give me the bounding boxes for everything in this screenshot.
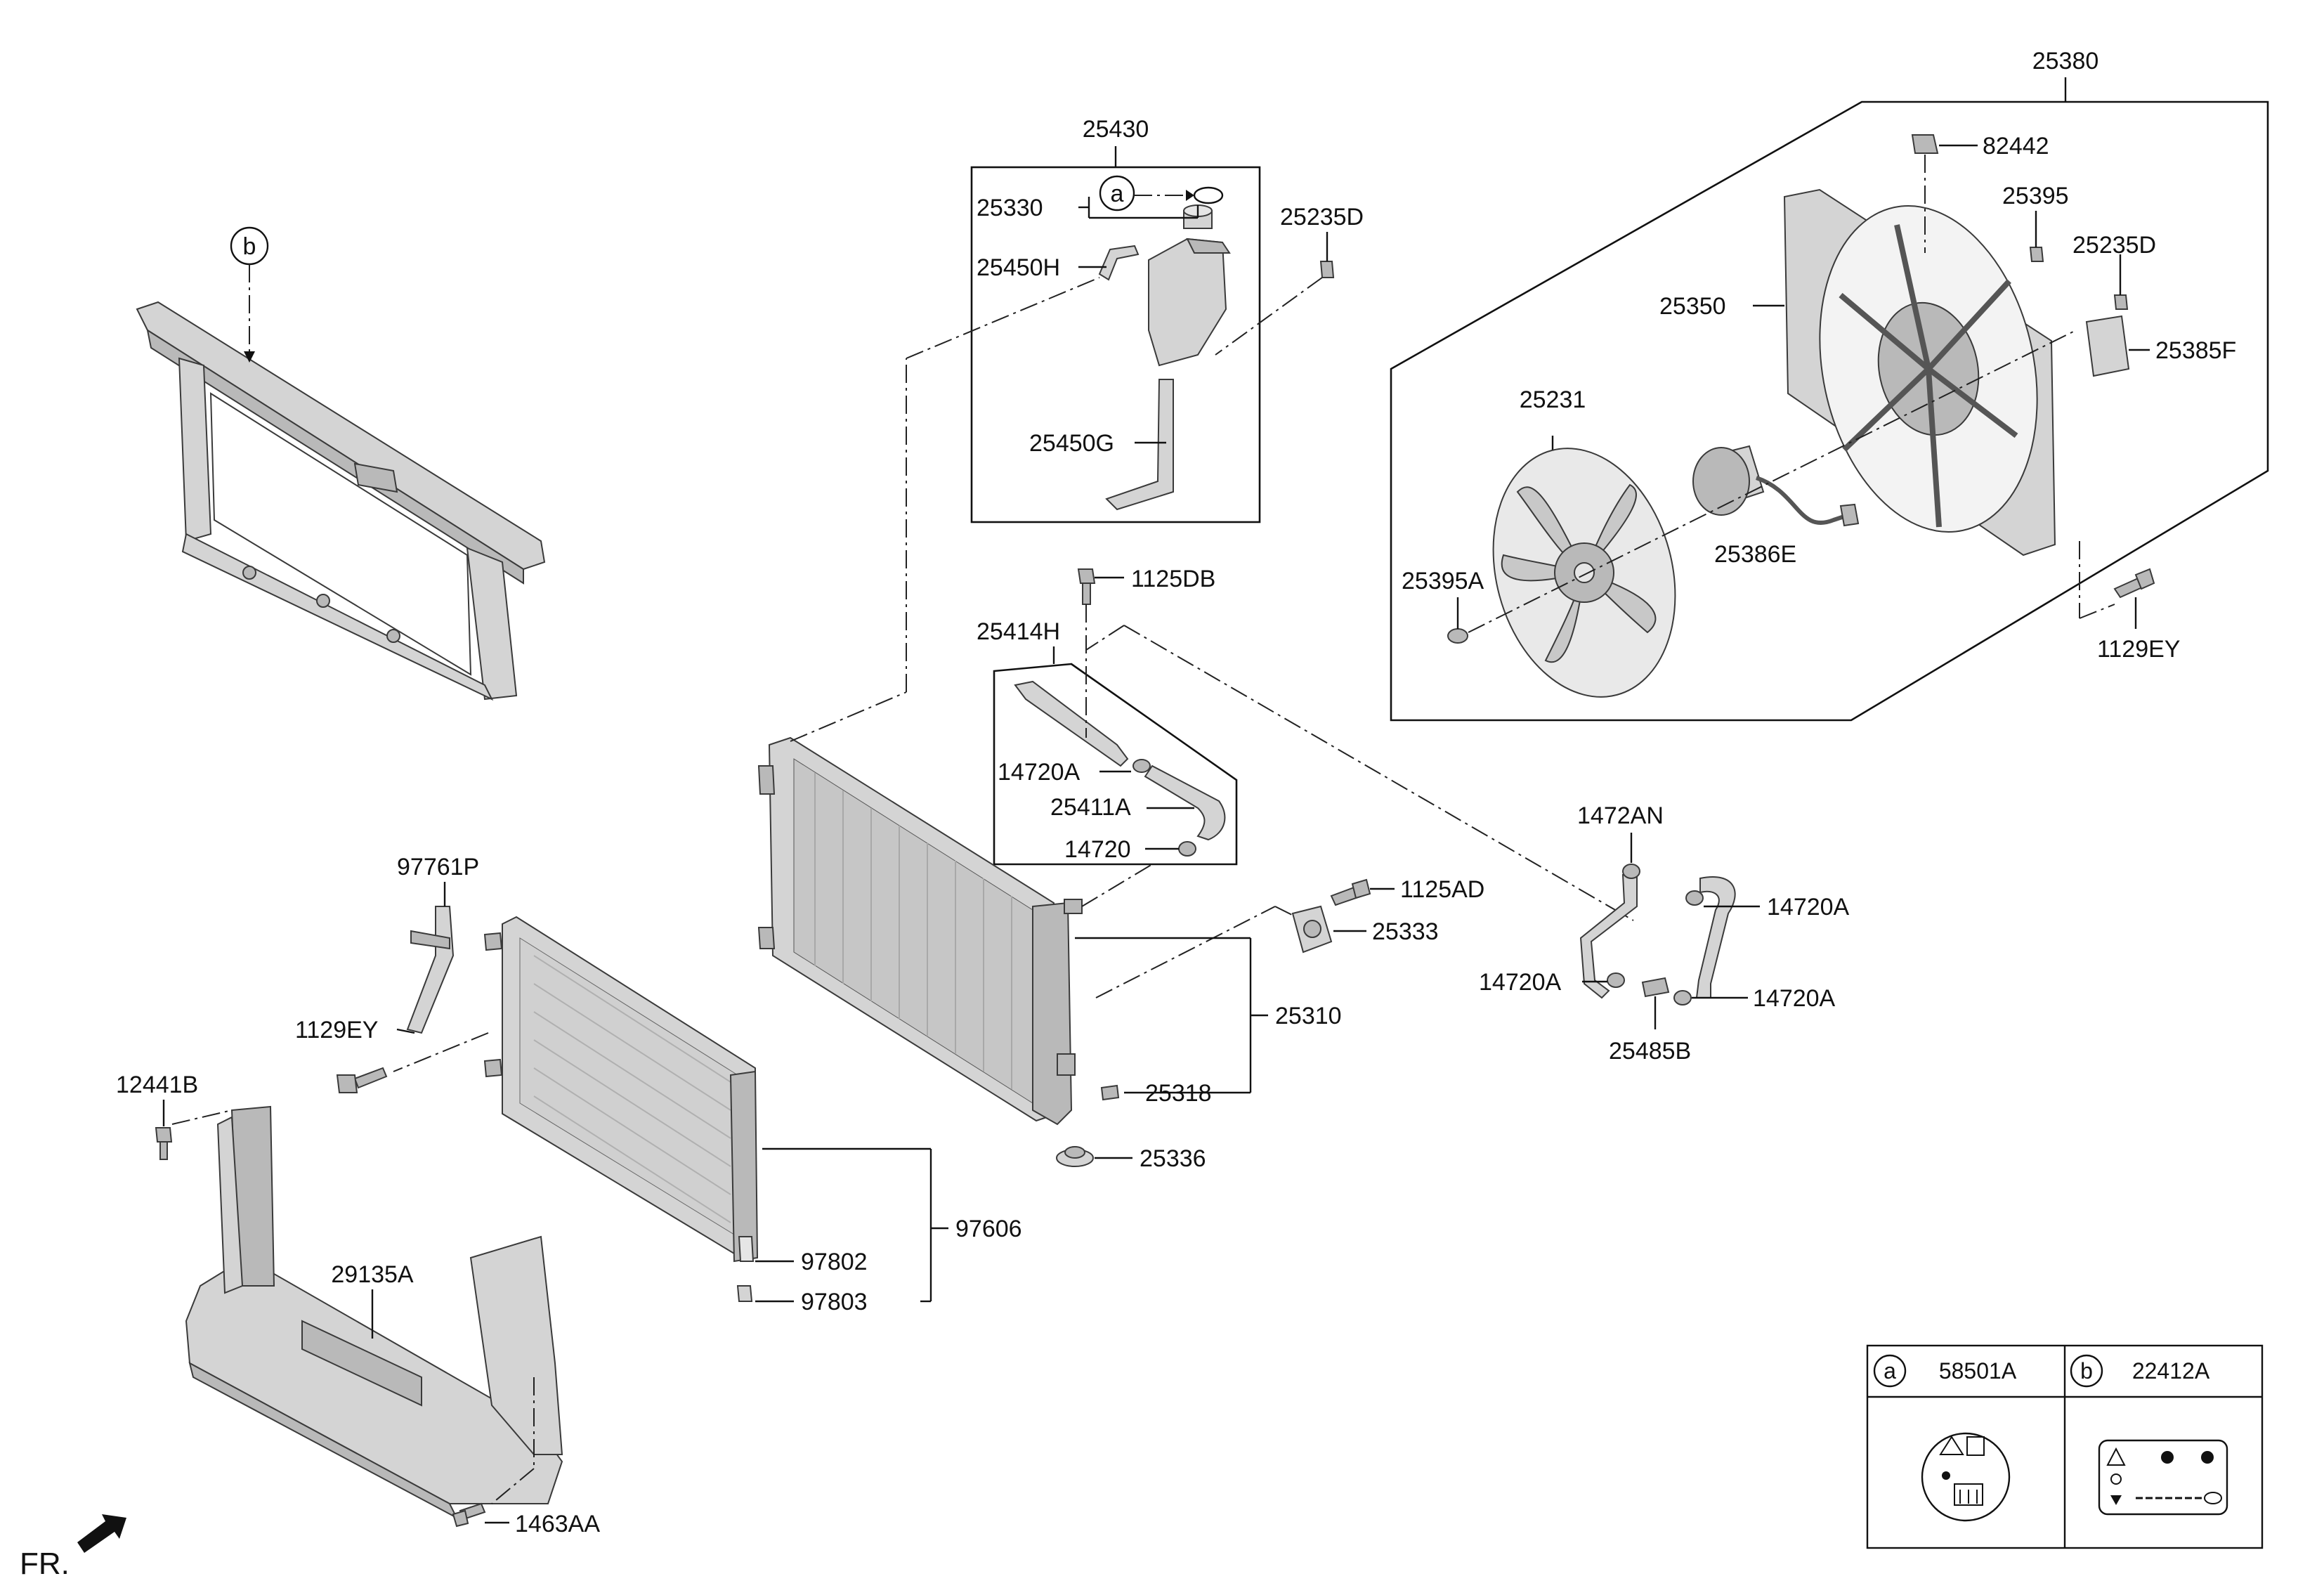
bolt-1125AD: 1125AD [1330, 876, 1484, 906]
callout-25414H: 25414H [977, 618, 1060, 645]
callout-25395: 25395 [2002, 183, 2069, 209]
callout-25310-leader: 25310 [1075, 937, 1342, 1094]
callout-25430: 25430 [1083, 116, 1149, 143]
legend-b-letter: b [2080, 1358, 2093, 1384]
callout-25318: 25318 [1145, 1080, 1212, 1107]
drain-plug-25318: 25318 [1100, 1080, 1212, 1107]
callout-1129EY-condenser: 1129EY [295, 1017, 378, 1043]
callout-25235D-left: 25235D [1280, 204, 1364, 230]
upper-hose-group: 25414H 14720A 25411A 14720 [977, 618, 1238, 866]
fan-group: 25380 25350 82442 25395 25235D 25 [1390, 48, 2269, 722]
callout-25450H: 25450H [977, 254, 1060, 281]
legend-table: a 58501A b 22412A [1866, 1344, 2264, 1549]
callout-14720A-right2: 14720A [1753, 985, 1836, 1012]
radiator [757, 277, 1634, 1126]
callout-25333: 25333 [1372, 918, 1439, 945]
callout-82442: 82442 [1983, 133, 2049, 160]
ref-circle-b: b [230, 226, 269, 363]
caution-label-icon [2098, 1439, 2228, 1516]
callout-25485B: 25485B [1609, 1038, 1691, 1065]
mount-25336: 25336 [1056, 1145, 1206, 1172]
front-direction-indicator: FR. [20, 1514, 126, 1581]
callout-25350: 25350 [1659, 293, 1726, 320]
callout-25380: 25380 [2032, 48, 2099, 74]
ref-circle-a: a [1099, 175, 1194, 211]
bolt-1125DB: 1125DB [1077, 566, 1215, 738]
callout-25310: 25310 [1275, 1003, 1342, 1029]
callout-97802: 97802 [801, 1249, 868, 1275]
lower-hoses: 1472AN 14720A 14720A 14720A 25485B [1479, 802, 1850, 1065]
callout-1125AD: 1125AD [1400, 876, 1484, 903]
ref-b-letter: b [243, 233, 256, 260]
callout-97606-leader: 97606 97802 97803 [755, 1147, 1022, 1315]
callout-25385F: 25385F [2155, 337, 2236, 364]
callout-1129EY-fan: 1129EY [2097, 636, 2180, 663]
bolt-25235D-left: 25235D [1215, 204, 1364, 356]
callout-97803: 97803 [801, 1289, 868, 1315]
front-end-carrier [136, 301, 546, 701]
coolant-caution-label-icon [1921, 1432, 2011, 1522]
legend-a-letter: a [1884, 1358, 1896, 1384]
callout-25411A: 25411A [1050, 794, 1131, 821]
callout-25395A: 25395A [1402, 568, 1484, 594]
reservoir-group: 25430 a 25330 25450H 25450G [970, 116, 1261, 523]
legend-a-part: 58501A [1939, 1358, 2017, 1384]
condenser [393, 916, 759, 1302]
callout-14720A-upper: 14720A [998, 759, 1081, 786]
ref-a-letter: a [1111, 181, 1124, 207]
bolt-1129EY-condenser: 1129EY [295, 1017, 415, 1093]
bolt-1463AA: 1463AA [452, 1502, 600, 1537]
callout-12441B: 12441B [116, 1072, 198, 1098]
callout-25231: 25231 [1520, 386, 1586, 413]
bracket-25333: 25333 [1291, 905, 1439, 954]
callout-14720: 14720 [1064, 836, 1131, 863]
air-guard: 29135A [185, 1105, 563, 1520]
callout-25336: 25336 [1140, 1145, 1206, 1172]
callout-25386E: 25386E [1714, 541, 1796, 568]
callout-1463AA: 1463AA [515, 1511, 600, 1537]
callout-29135A: 29135A [331, 1261, 414, 1288]
callout-25235D-right: 25235D [2072, 232, 2156, 259]
bolt-12441B: 12441B [116, 1072, 233, 1160]
callout-25450G: 25450G [1029, 430, 1114, 457]
callout-25330: 25330 [977, 195, 1043, 221]
legend-b-part: 22412A [2132, 1358, 2210, 1384]
fr-label: FR. [20, 1547, 70, 1581]
callout-14720A-right1: 14720A [1767, 894, 1850, 920]
bracket-97761P: 97761P [397, 854, 479, 1034]
callout-1472AN: 1472AN [1577, 802, 1664, 829]
callout-1125DB: 1125DB [1131, 566, 1215, 592]
callout-14720A-left: 14720A [1479, 969, 1562, 996]
callout-97606: 97606 [955, 1216, 1022, 1242]
callout-97761P: 97761P [397, 854, 479, 880]
